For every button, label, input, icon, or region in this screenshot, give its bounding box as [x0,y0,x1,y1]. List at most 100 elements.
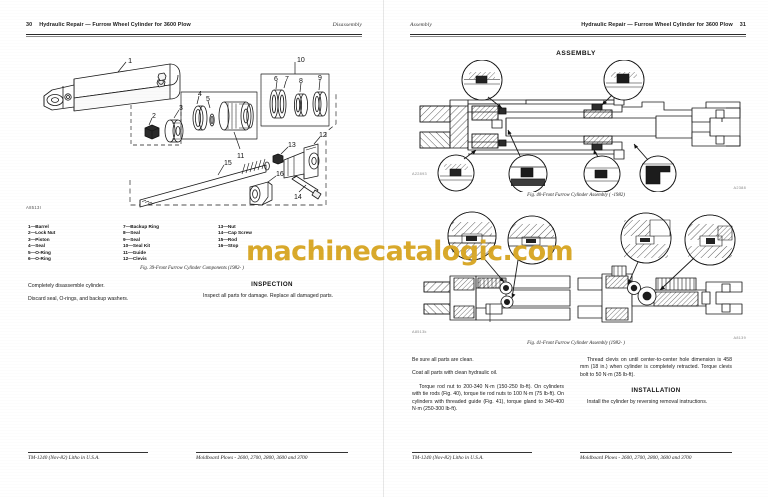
parts-legend: 1—Barrel 2—Lock Nut 3—Piston 4—Seal 5—O-… [28,224,296,262]
svg-text:7: 7 [285,76,289,83]
inspection-paragraph: Inspect all parts for damage. Replace al… [203,293,334,299]
legend-item: 4—Seal [28,243,45,249]
part-cap-screw-14 [291,175,322,200]
disassembly-paragraph: Discard seal, O-rings, and backup washer… [28,296,129,303]
right-page-number: 31 [739,22,746,28]
legend-item: 8—Seal [123,230,140,236]
assembly-text-column: Be sure all parts are clean. Coat all pa… [412,357,564,419]
detail-bubble [601,60,645,106]
legend-item: 11—Guide [123,249,146,255]
parts-legend-column-3: 13—Nut 14—Cap Screw 15—Rod 16—Stop [218,224,296,262]
right-footer-right: Moldboard Plows - 2600, 2700, 2800, 3600… [580,455,692,461]
detail-bubble [507,215,557,299]
detail-bubble [659,214,736,291]
left-head-rule [26,34,362,35]
legend-item: 1—Barrel [28,224,49,229]
svg-text:14: 14 [294,194,302,201]
svg-text:5: 5 [206,96,210,103]
detail-bubble [633,143,677,192]
right-running-head: Assembly Hydraulic Repair — Furrow Wheel… [410,22,746,34]
left-page-number: 30 [26,22,33,28]
figure-41-caption: Fig. 41-Front Furrow Cylinder Assembly (… [527,341,625,346]
part-stop-16 [249,181,273,206]
figure-39-exploded-view: 1 2 [18,52,370,220]
right-running-section: Assembly [410,22,432,28]
installation-paragraph: Install the cylinder by reversing remova… [587,399,708,406]
figure-40-corner-code: A2388 [733,186,746,190]
legend-item: 7—Backup Ring [123,224,159,229]
clevis-paragraph: Thread clevis on until center-to-center … [580,357,732,378]
left-running-head: 30 Hydraulic Repair — Furrow Wheel Cylin… [26,22,362,34]
parts-legend-column-1: 1—Barrel 2—Lock Nut 3—Piston 4—Seal 5—O-… [28,224,123,262]
inspection-heading: INSPECTION [251,281,293,288]
detail-bubble [583,149,621,192]
figure-40-cross-section [406,60,750,192]
figure-39-drawing-code: A8513I [26,205,42,210]
clevis-body: Thread clevis on until center-to-center … [580,357,732,379]
right-running-title: Hydraulic Repair — Furrow Wheel Cylinder… [581,22,733,28]
part-nut-13 [272,153,284,165]
inspection-body: Inspect all parts for damage. Replace al… [196,293,348,300]
part-guide-11 [218,101,254,131]
part-piston [164,119,184,143]
part-lock-nut [144,124,160,140]
right-page: Assembly Hydraulic Repair — Furrow Wheel… [384,0,768,497]
right-head-rule-thin [410,36,746,37]
right-footer-left: TM-1240 (Nov-82) Litho in U.S.A. [412,455,484,461]
right-footer-rule-b [580,452,732,453]
svg-text:11: 11 [237,153,244,160]
right-footer-rule-a [412,452,532,453]
parts-legend-column-2: 7—Backup Ring 8—Seal 9—Seal 10—Seal Kit … [123,224,218,262]
assembly-paragraph: Be sure all parts are clean. [412,357,474,363]
right-head-rule [410,34,746,35]
legend-item: 9—Seal [123,236,140,242]
part-barrel [43,63,181,112]
assembly-paragraph: Torque rod nut to 200-340 N·m (150-250 l… [412,383,564,413]
svg-text:13: 13 [288,142,296,149]
left-footer-rule-b [196,452,348,453]
inspection-column: INSPECTION Inspect all parts for damage.… [196,281,348,306]
left-running-title: Hydraulic Repair — Furrow Wheel Cylinder… [39,22,191,28]
legend-item: 3—Piston [28,236,50,242]
part-clevis-12 [283,143,320,180]
svg-text:12: 12 [319,132,327,139]
figure-41-corner-code: A8139 [733,336,746,340]
left-head-rule-thin [26,36,362,37]
installation-body: Install the cylinder by reversing remova… [580,399,732,406]
detail-bubble [447,211,505,283]
legend-item: 10—Seal Kit [123,243,151,249]
left-footer-right: Moldboard Plows - 2600, 2700, 2800, 3600… [196,455,308,461]
legend-item: 13—Nut [218,224,236,229]
disassembly-paragraph: Completely disassemble cylinder. [28,283,105,289]
figure-39-caption: Fig. 39-Front Furrow Cylinder Components… [140,266,244,271]
svg-text:2: 2 [152,113,156,120]
legend-item: 6—O-Ring [28,256,51,262]
svg-text:16: 16 [276,171,284,178]
legend-item: 2—Lock Nut [28,230,56,236]
part-seal-8 [293,93,308,117]
figure-41-cross-section [406,206,750,338]
detail-bubble [437,149,477,192]
detail-bubble [461,60,503,109]
figure-40-drawing-code: A22893 [412,172,427,176]
legend-item: 16—Stop [218,243,239,249]
assembly-section-heading: ASSEMBLY [556,50,596,57]
installation-column: Thread clevis on until center-to-center … [580,357,732,413]
legend-item: 12—Clevis [123,256,147,262]
part-oring-5 [209,113,215,127]
left-running-section: Disassembly [332,22,362,28]
part-seal-4 [192,105,208,131]
detail-bubble [620,212,672,285]
left-footer-rule-a [28,452,148,453]
part-oring-6 [269,89,287,119]
part-rod-15 [139,158,270,208]
svg-text:15: 15 [224,160,232,167]
left-footer-left: TM-1240 (Nov-82) Litho in U.S.A. [28,455,100,461]
svg-text:4: 4 [198,91,202,98]
disassembly-text-column: Completely disassemble cylinder. Discard… [28,283,176,310]
installation-heading: INSTALLATION [631,387,681,395]
svg-text:10: 10 [297,57,305,64]
legend-item: 15—Rod [218,236,238,242]
part-seal-9 [312,91,328,117]
